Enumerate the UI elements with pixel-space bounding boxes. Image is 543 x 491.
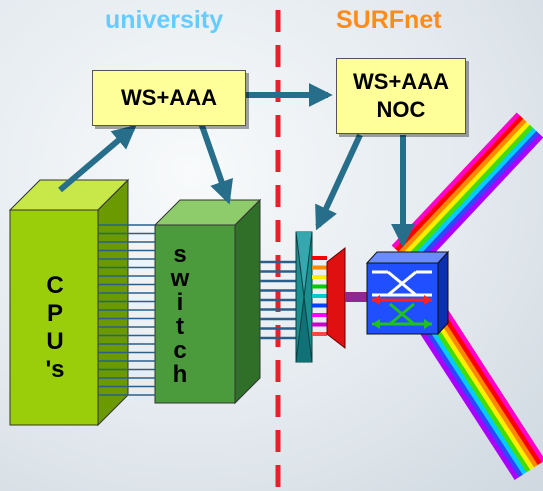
- arrow-ws-to-switch: [197, 119, 233, 205]
- ws-aaa-noc-label-line1: WS+AAA: [353, 69, 449, 94]
- cpu-letter: P: [46, 299, 63, 327]
- switch-letter: s: [173, 241, 187, 268]
- ws-aaa-noc-label-line2: NOC: [376, 97, 426, 122]
- wavelength-lanes: [312, 256, 327, 336]
- switch-block-label: s w i t c h: [155, 225, 205, 405]
- university-header: university: [105, 6, 224, 34]
- ws-aaa-box-university: WS+AAA: [92, 70, 246, 126]
- cpu-block-label: C P U 's: [10, 230, 100, 425]
- lightpath-band-lower: [431, 290, 543, 463]
- switch-letter: h: [172, 361, 188, 388]
- cpu-switch-links: [98, 224, 155, 396]
- cpu-letter: 's: [45, 355, 65, 383]
- lightpath-band-upper: [394, 115, 524, 253]
- cpu-letter: U: [46, 327, 64, 355]
- lightpath-band-upper: [411, 130, 541, 268]
- ws-aaa-noc-box: WS+AAA NOC: [336, 58, 466, 134]
- switch-block: [153, 198, 262, 405]
- ws-aaa-label: WS+AAA: [121, 85, 217, 110]
- lightpath-band-lower: [404, 307, 519, 480]
- wavelength-mux-icon: [326, 246, 346, 350]
- switch-letter: c: [173, 337, 187, 364]
- arrow-cpu-to-ws: [58, 124, 137, 193]
- mux-router-link: [345, 292, 371, 302]
- arrow-noc-to-demux: [315, 133, 363, 231]
- switch-demux-links: [260, 260, 296, 340]
- switch-letter: t: [176, 313, 184, 340]
- optical-router-icon: [365, 250, 450, 336]
- lightpath-band-upper: [401, 121, 531, 259]
- wavelength-demux-icon: [295, 231, 313, 363]
- lightpath-band-upper: [408, 127, 537, 265]
- lightpath-band-upper: [414, 134, 543, 271]
- lightpath-band-upper: [404, 124, 534, 262]
- cpu-letter: C: [46, 271, 64, 299]
- lightpath-band-upper: [398, 118, 527, 256]
- switch-letter: i: [176, 289, 184, 316]
- switch-letter: w: [170, 265, 190, 292]
- surfnet-header: SURFnet: [336, 6, 442, 34]
